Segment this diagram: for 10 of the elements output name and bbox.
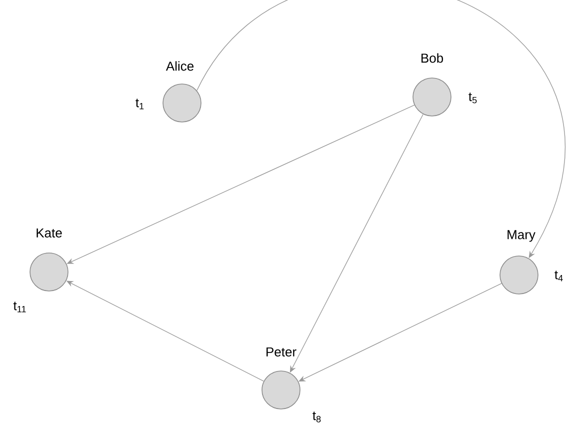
time-label: t$_{5}$ bbox=[468, 92, 477, 104]
node-name: Kate bbox=[36, 228, 62, 238]
time-label: t$_{11}$ bbox=[13, 302, 26, 312]
node-name: Mary bbox=[508, 230, 536, 242]
node-name: Peter bbox=[266, 347, 296, 357]
time-label: t$_{8}$ bbox=[312, 412, 321, 422]
node-name: Alice bbox=[166, 61, 194, 71]
node-name: Bob bbox=[422, 53, 444, 63]
time-label: t$_{4}$ bbox=[554, 270, 563, 282]
time-label: t$_{1}$ bbox=[136, 98, 144, 110]
